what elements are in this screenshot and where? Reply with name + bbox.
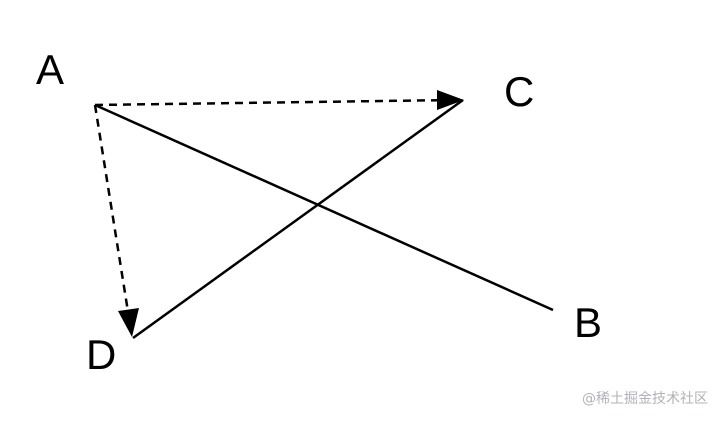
label-d: D: [86, 331, 116, 378]
label-b: B: [574, 299, 602, 346]
edge-a-b: [94, 103, 554, 312]
edge-d-c: [132, 98, 464, 340]
arrow-a-c: [94, 98, 456, 107]
arrowhead-d: [118, 308, 139, 337]
label-a: A: [36, 46, 64, 93]
label-c: C: [504, 68, 534, 115]
arrowhead-c: [437, 90, 464, 110]
watermark-text: @稀土掘金技术社区: [582, 391, 708, 407]
arrow-a-d: [93, 104, 131, 319]
